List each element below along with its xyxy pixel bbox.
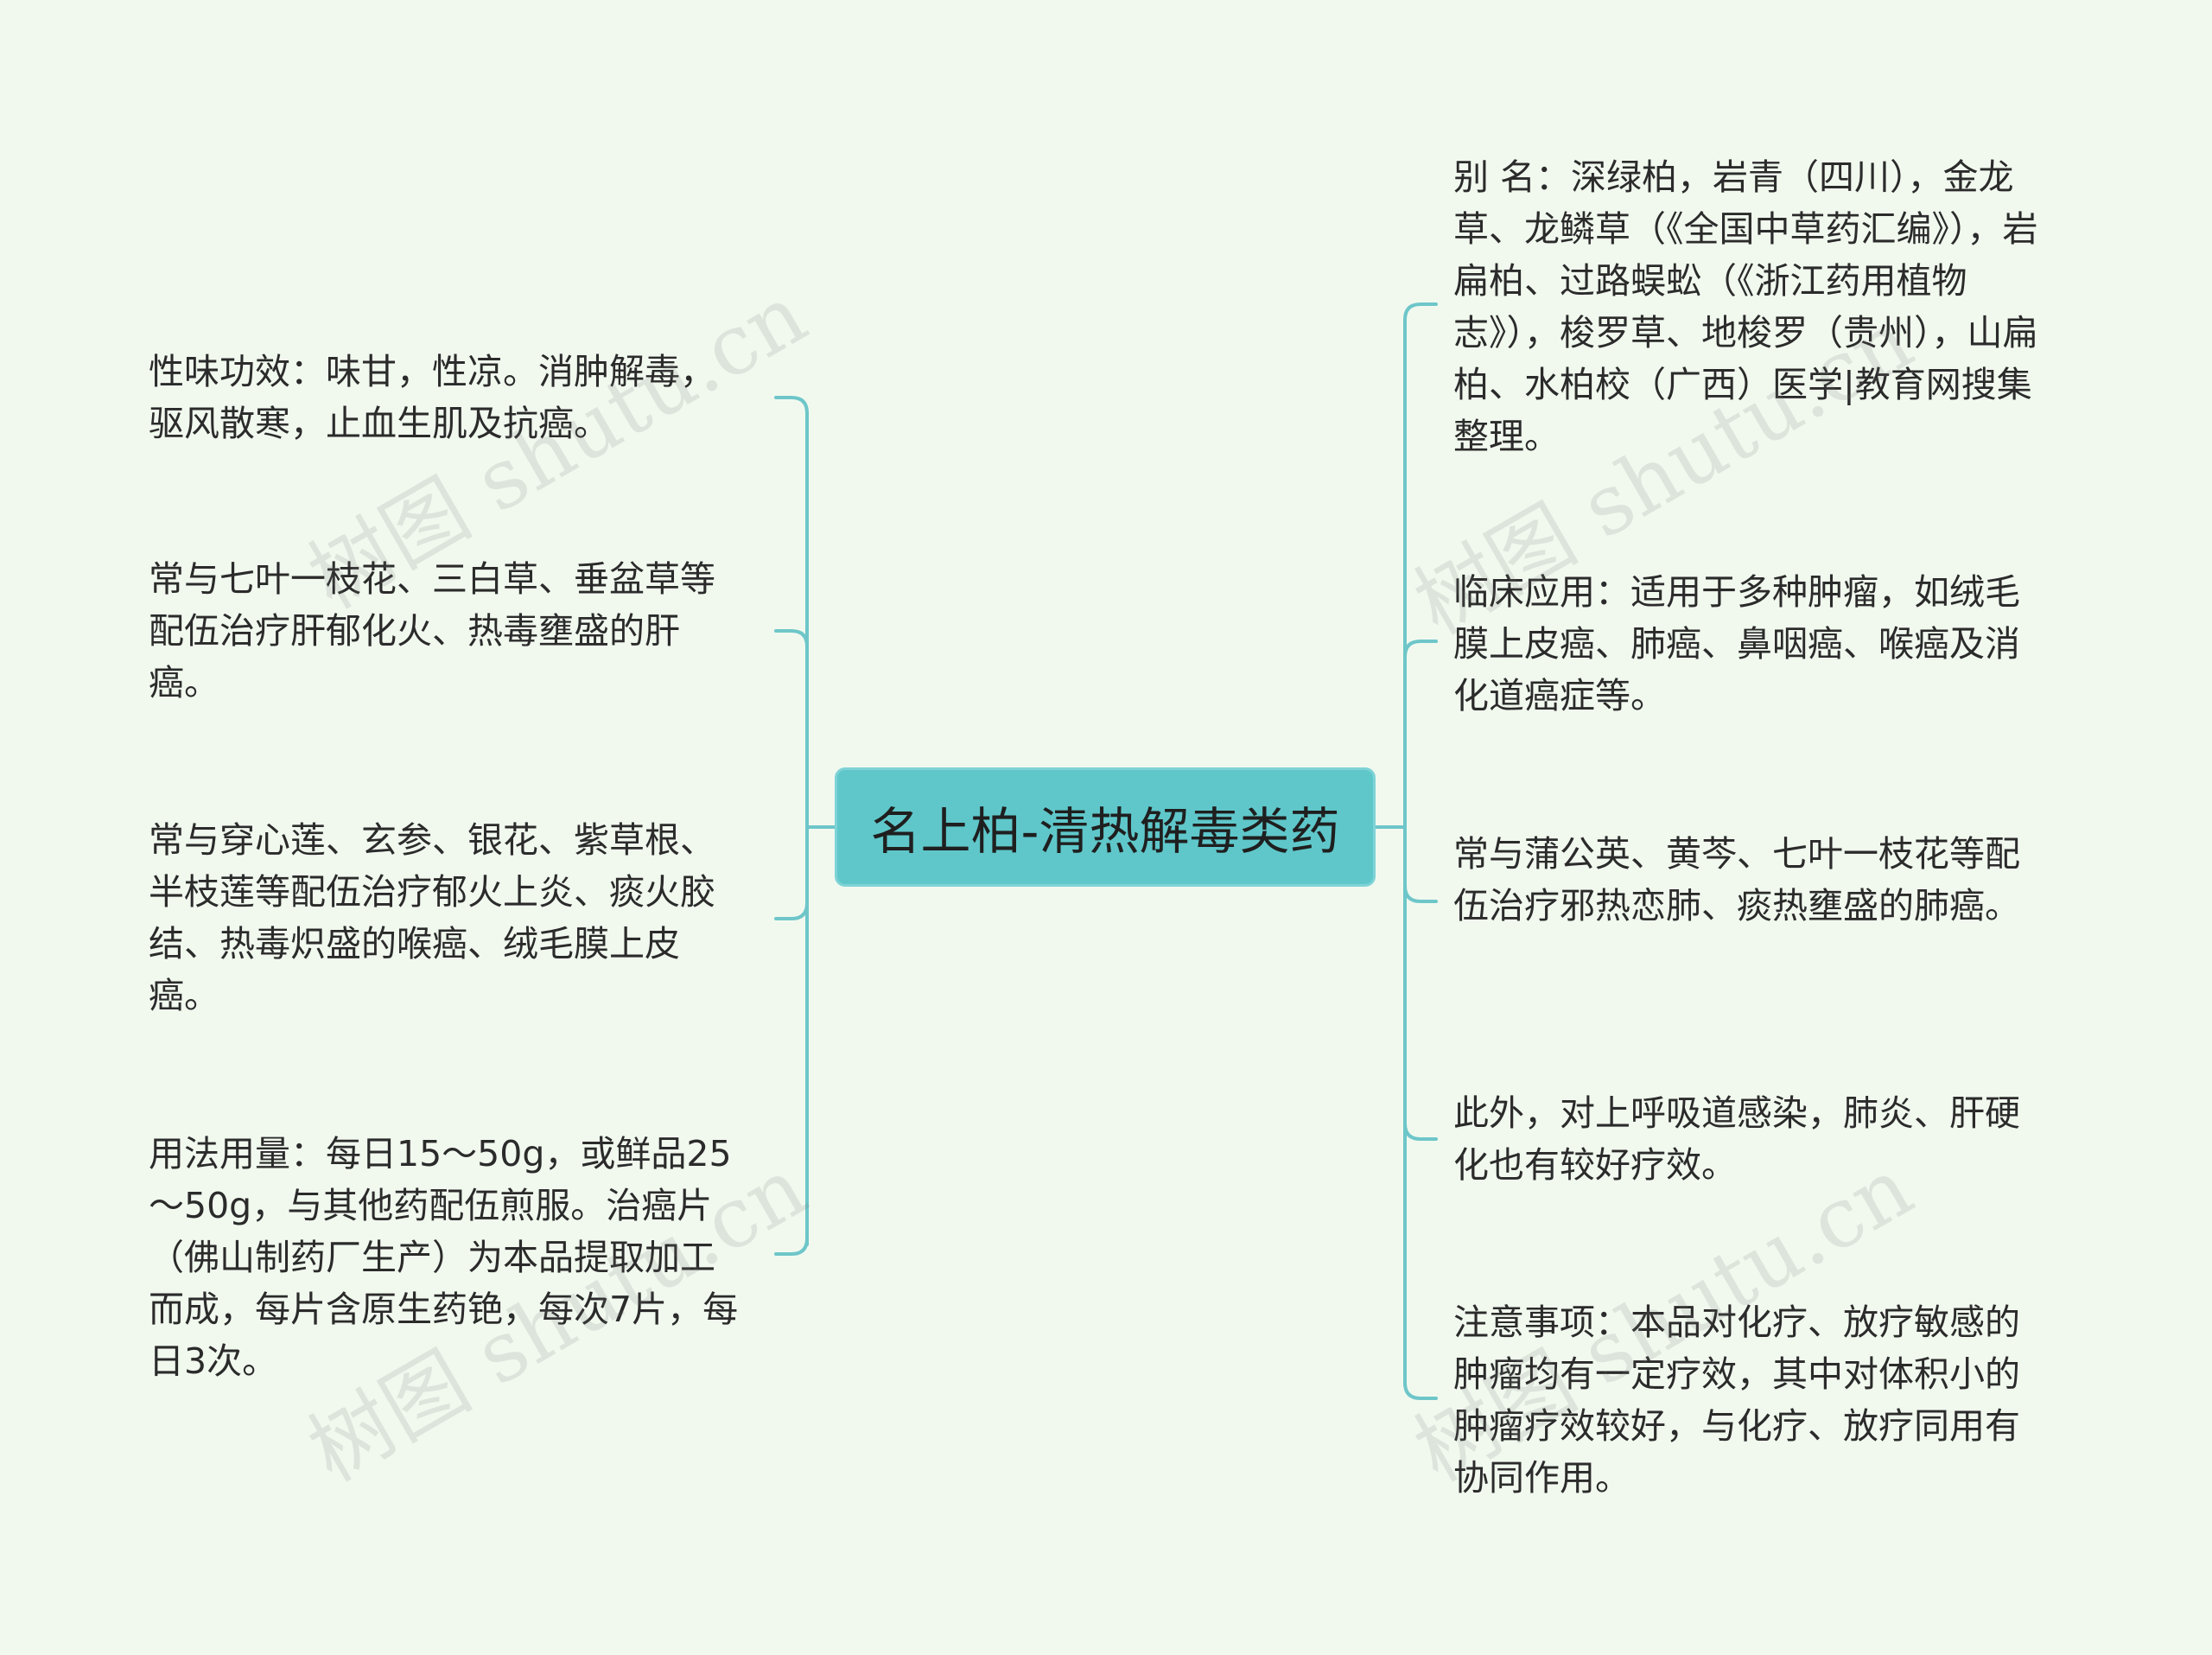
branch-right-2[interactable]: 临床应用：适用于多种肿瘤，如绒毛膜上皮癌、肺癌、鼻咽癌、喉癌及消化道癌症等。 bbox=[1453, 571, 2020, 716]
root-topic[interactable]: 名上柏-清热解毒类药 bbox=[835, 767, 1376, 887]
connector-left-3 bbox=[774, 901, 809, 920]
branch-right-4[interactable]: 此外，对上呼吸道感染，肺炎、肝硬化也有较好疗效。 bbox=[1453, 1092, 2020, 1186]
connector-left-2 bbox=[774, 629, 809, 648]
branch-left-1[interactable]: 性味功效：味甘，性凉。消肿解毒，驱风散寒，止血生肌及抗癌。 bbox=[149, 351, 715, 444]
branch-right-5[interactable]: 注意事项：本品对化疗、放疗敏感的肿瘤均有一定疗效，其中对体积小的肿瘤疗效较好，与… bbox=[1453, 1302, 2020, 1499]
connector-right-1 bbox=[1403, 302, 1438, 321]
connector-right-5 bbox=[1403, 1381, 1438, 1400]
branch-right-1[interactable]: 别 名：深绿柏，岩青（四川），金龙草、龙鳞草（《全国中草药汇编》），岩扁柏、过路… bbox=[1453, 156, 2038, 457]
connector-left-4 bbox=[774, 1237, 809, 1256]
connector-left-1 bbox=[774, 396, 809, 415]
connector-right-2 bbox=[1403, 640, 1438, 659]
branch-left-3[interactable]: 常与穿心莲、玄参、银花、紫草根、半枝莲等配伍治疗郁火上炎、痰火胶结、热毒炽盛的喉… bbox=[149, 819, 715, 1016]
connector-right-4 bbox=[1403, 1122, 1438, 1141]
connector-right-3 bbox=[1403, 884, 1438, 903]
branch-right-3[interactable]: 常与蒲公英、黄芩、七叶一枝花等配伍治疗邪热恋肺、痰热壅盛的肺癌。 bbox=[1453, 833, 2020, 926]
branch-left-4[interactable]: 用法用量：每日15～50g，或鲜品25～50g，与其他药配伍煎服。治癌片（佛山制… bbox=[149, 1133, 739, 1382]
branch-left-2[interactable]: 常与七叶一枝花、三白草、垂盆草等配伍治疗肝郁化火、热毒壅盛的肝癌。 bbox=[149, 558, 715, 703]
